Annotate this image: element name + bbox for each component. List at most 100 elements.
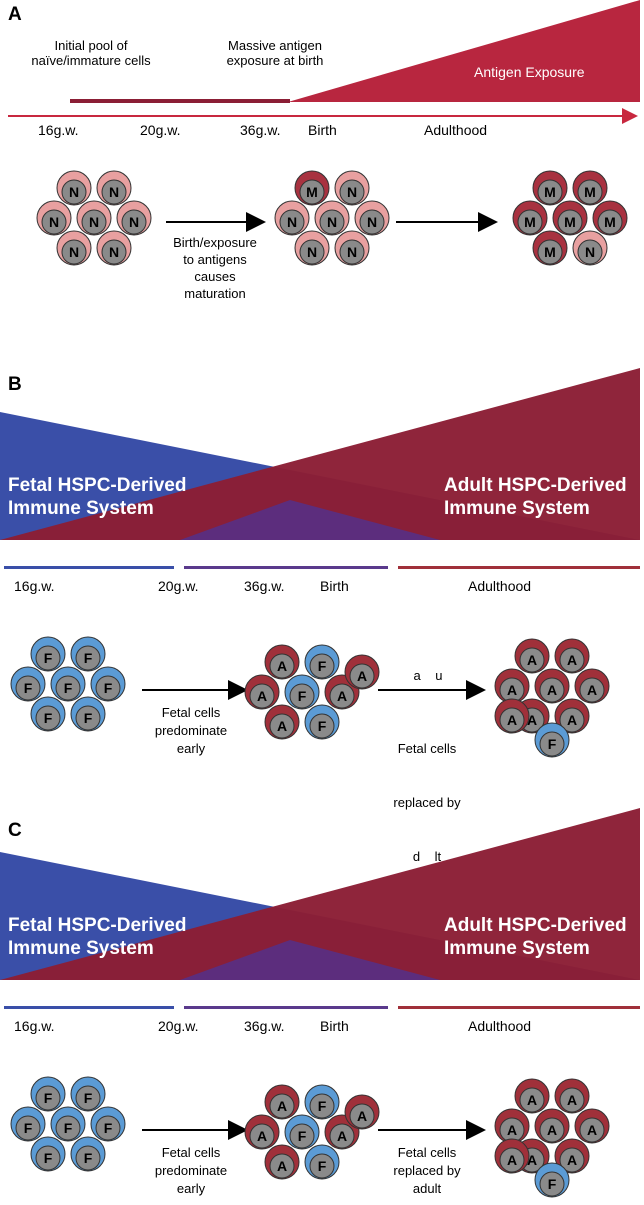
cell-nucleus — [339, 239, 365, 265]
adult-label-c-line2: Immune System — [444, 938, 590, 959]
bar-fetal-b — [4, 566, 174, 569]
cell-nucleus — [61, 239, 87, 265]
adult-label-b-line2: Immune System — [444, 498, 590, 519]
cell-nucleus — [81, 209, 107, 235]
cell-mature: M — [512, 200, 548, 236]
cell-nucleus — [349, 1103, 375, 1129]
cell-nucleus — [35, 645, 61, 671]
cell-label: F — [24, 680, 33, 696]
cell-fetal: F — [70, 1076, 106, 1112]
cell-nucleus — [41, 209, 67, 235]
cell-nucleus — [101, 239, 127, 265]
arrow-a1-line1: Birth/exposure — [173, 235, 257, 250]
cell-nucleus — [349, 663, 375, 689]
cell-nucleus — [61, 179, 87, 205]
initial-pool-label: Initial pool of naïve/immature cells — [28, 38, 154, 68]
cell-fetal: F — [70, 1136, 106, 1172]
adult-wedge-c — [0, 808, 640, 980]
cell-label: A — [507, 1122, 517, 1138]
arrow-b1-line1: Fetal cells — [161, 705, 221, 720]
cell-naive: N — [96, 230, 132, 266]
cell-label: A — [567, 652, 577, 668]
cell-label: N — [347, 244, 357, 260]
antigen-baseline-bar — [70, 99, 290, 103]
cell-nucleus — [537, 239, 563, 265]
cell-nucleus — [597, 209, 623, 235]
cell-label: N — [69, 244, 79, 260]
cell-nucleus — [249, 1123, 275, 1149]
cell-label: M — [544, 184, 556, 200]
cell-label: A — [357, 1108, 367, 1124]
cell-label: A — [567, 1152, 577, 1168]
cell-nucleus — [557, 209, 583, 235]
cell-mature: M — [572, 170, 608, 206]
cell-nucleus — [539, 1171, 565, 1197]
cell-nucleus — [559, 647, 585, 673]
timeline-b-20gw: 20g.w. — [158, 578, 199, 594]
cell-label: A — [277, 718, 287, 734]
arrow-b2-caption: Fetal cells replaced by d lt — [372, 704, 482, 902]
cell-label: M — [604, 214, 616, 230]
timeline-b-birth: Birth — [320, 578, 349, 594]
cell-label: N — [307, 244, 317, 260]
timeline-a-16gw: 16g.w. — [38, 122, 79, 138]
cell-nucleus — [75, 645, 101, 671]
cell-label: F — [24, 1120, 33, 1136]
cell-nucleus — [339, 179, 365, 205]
antigen-birth-line2: exposure at birth — [226, 53, 324, 68]
cell-nucleus — [519, 1087, 545, 1113]
cell-label: M — [584, 184, 596, 200]
cell-fetal: F — [50, 1106, 86, 1142]
cell-label: A — [277, 658, 287, 674]
cell-label: N — [49, 214, 59, 230]
fetal-label-c: Fetal HSPC-Derived Immune System — [8, 914, 186, 960]
cell-nucleus — [269, 1153, 295, 1179]
cell-adult: A — [494, 1138, 530, 1174]
cell-nucleus — [95, 1115, 121, 1141]
cell-nucleus — [309, 653, 335, 679]
antigen-birth-line1: Massive antigen — [228, 38, 322, 53]
cell-label: A — [547, 1122, 557, 1138]
cell-nucleus — [35, 705, 61, 731]
cell-nucleus — [499, 707, 525, 733]
cell-naive: N — [294, 230, 330, 266]
cell-nucleus — [559, 1147, 585, 1173]
cell-mature: M — [294, 170, 330, 206]
cell-nucleus — [309, 1093, 335, 1119]
cell-nucleus — [101, 179, 127, 205]
arrow-c1-line3: early — [176, 1181, 206, 1196]
cell-label: A — [277, 1158, 287, 1174]
cell-nucleus — [15, 1115, 41, 1141]
cell-nucleus — [289, 683, 315, 709]
cell-adult: A — [264, 704, 300, 740]
antigen-exposure-label: Antigen Exposure — [474, 64, 585, 80]
cell-adult: A — [264, 644, 300, 680]
cell-nucleus — [55, 1115, 81, 1141]
arrow-c2-line2: replaced by — [393, 1163, 461, 1178]
cell-nucleus — [359, 209, 385, 235]
cell-fetal: F — [304, 1084, 340, 1120]
cell-nucleus — [537, 179, 563, 205]
fetal-label-b-line1: Fetal HSPC-Derived — [8, 475, 187, 496]
cell-adult: A — [534, 668, 570, 704]
cell-label: N — [327, 214, 337, 230]
cell-label: F — [84, 1090, 93, 1106]
cell-naive: N — [572, 230, 608, 266]
cell-naive: N — [334, 170, 370, 206]
cell-nucleus — [579, 677, 605, 703]
arrow-b1-line3: early — [176, 741, 206, 756]
cell-label: A — [337, 1128, 347, 1144]
cell-label: A — [567, 1092, 577, 1108]
overlap-wedge-b — [180, 500, 440, 540]
cell-adult: A — [574, 668, 610, 704]
arrow-c2-line1: Fetal cells — [397, 1145, 457, 1160]
cell-nucleus — [309, 713, 335, 739]
cell-label: N — [585, 244, 595, 260]
cell-nucleus — [15, 675, 41, 701]
arrow-a1-line4: maturation — [184, 286, 246, 301]
timeline-a-adulthood: Adulthood — [424, 122, 488, 138]
cell-adult: A — [244, 1114, 280, 1150]
cell-nucleus — [519, 647, 545, 673]
panel-letter-b: B — [8, 374, 22, 395]
